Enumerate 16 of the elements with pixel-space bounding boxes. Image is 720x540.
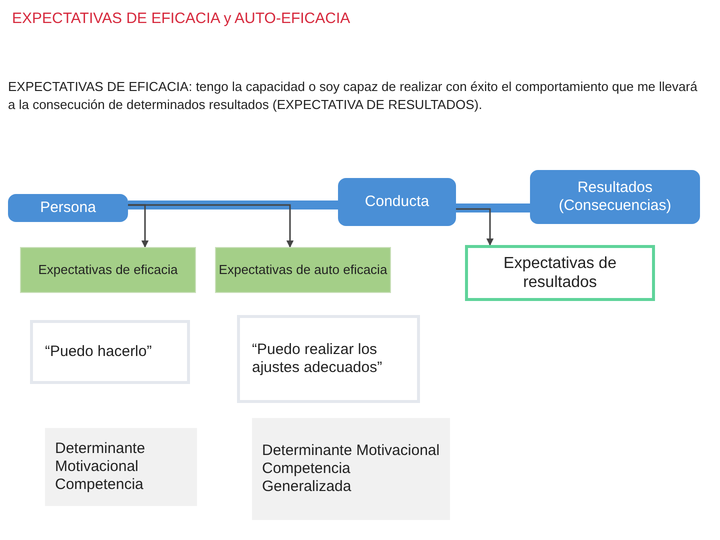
expectation-box: Expectativas de eficacia [20, 247, 196, 293]
process-box: Resultados (Consecuencias) [530, 170, 700, 224]
arrow [128, 204, 294, 248]
description-paragraph: EXPECTATIVAS DE EFICACIA: tengo la capacidad o soy capaz de realizar con éxito el comportamiento que me llevará a la consecución de determinados resultados (EXPECTATIVA DE RESULTADOS). [8, 78, 698, 114]
expectation-box: Expectativas de auto eficacia [215, 247, 391, 293]
note-box: Determinante Motivacional Competencia [45, 428, 197, 506]
process-box: Conducta [338, 178, 456, 226]
note-box: Determinante Motivacional Competencia Generalizada [252, 418, 450, 520]
connector-bar [456, 204, 530, 212]
title: EXPECTATIVAS DE EFICACIA y AUTO-EFICACIA [12, 10, 350, 27]
expectation-box: Expectativas de resultados [465, 245, 655, 301]
quote-box: “Puedo realizar los ajustes adecuados” [237, 315, 420, 403]
connector-bar [128, 200, 338, 210]
arrow [456, 208, 494, 246]
process-box: Persona [8, 194, 128, 222]
quote-box: “Puedo hacerlo” [30, 320, 190, 384]
